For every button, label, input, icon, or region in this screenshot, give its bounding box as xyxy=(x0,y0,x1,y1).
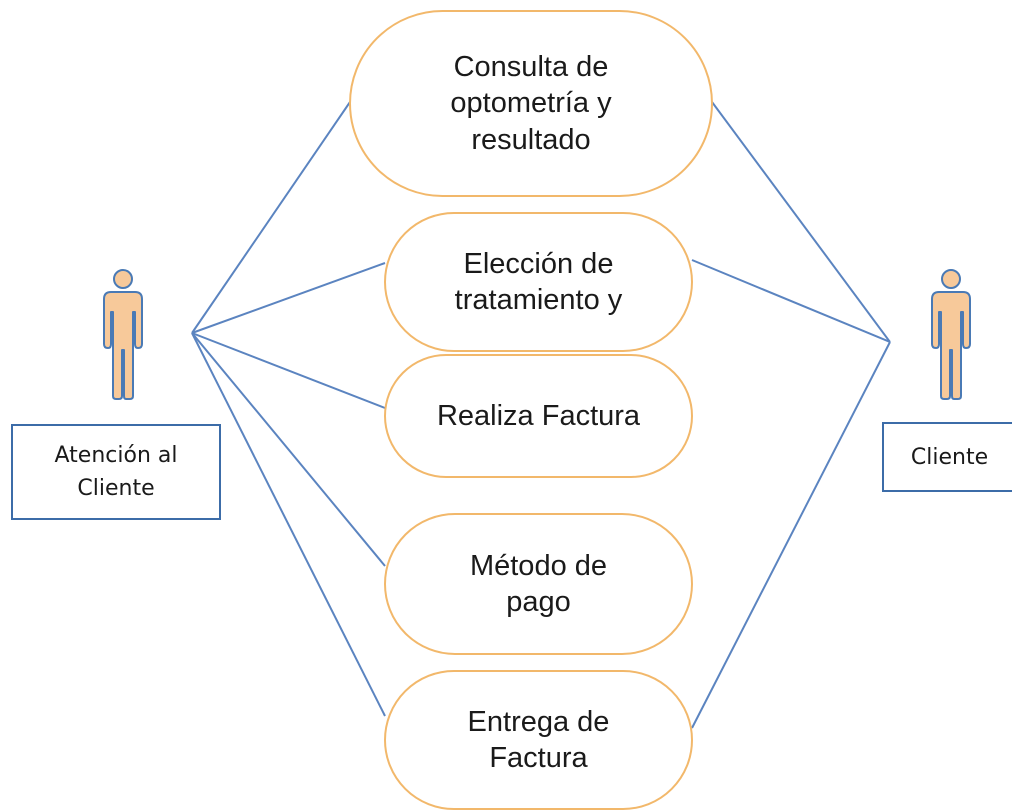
use-case-pago: Método de pago xyxy=(384,513,693,655)
actor-atencion-cliente-label: Atención al Cliente xyxy=(11,424,221,520)
connector-left-factura xyxy=(191,332,386,409)
connector-left-consulta xyxy=(191,101,351,334)
use-case-consulta: Consulta de optometría y resultado xyxy=(349,10,713,197)
connector-right-consulta xyxy=(711,101,891,343)
use-case-entrega: Entrega de Factura xyxy=(384,670,693,810)
person-icon xyxy=(103,269,143,400)
connector-right-eleccion xyxy=(691,259,891,343)
connector-left-entrega xyxy=(191,332,386,717)
connector-left-eleccion xyxy=(191,262,386,334)
person-icon xyxy=(931,269,971,400)
use-case-eleccion: Elección de tratamiento y xyxy=(384,212,693,352)
actor-cliente-label: Cliente xyxy=(882,422,1012,492)
use-case-factura: Realiza Factura xyxy=(384,354,693,478)
connector-left-pago xyxy=(191,332,386,567)
connector-right-entrega xyxy=(691,341,891,729)
